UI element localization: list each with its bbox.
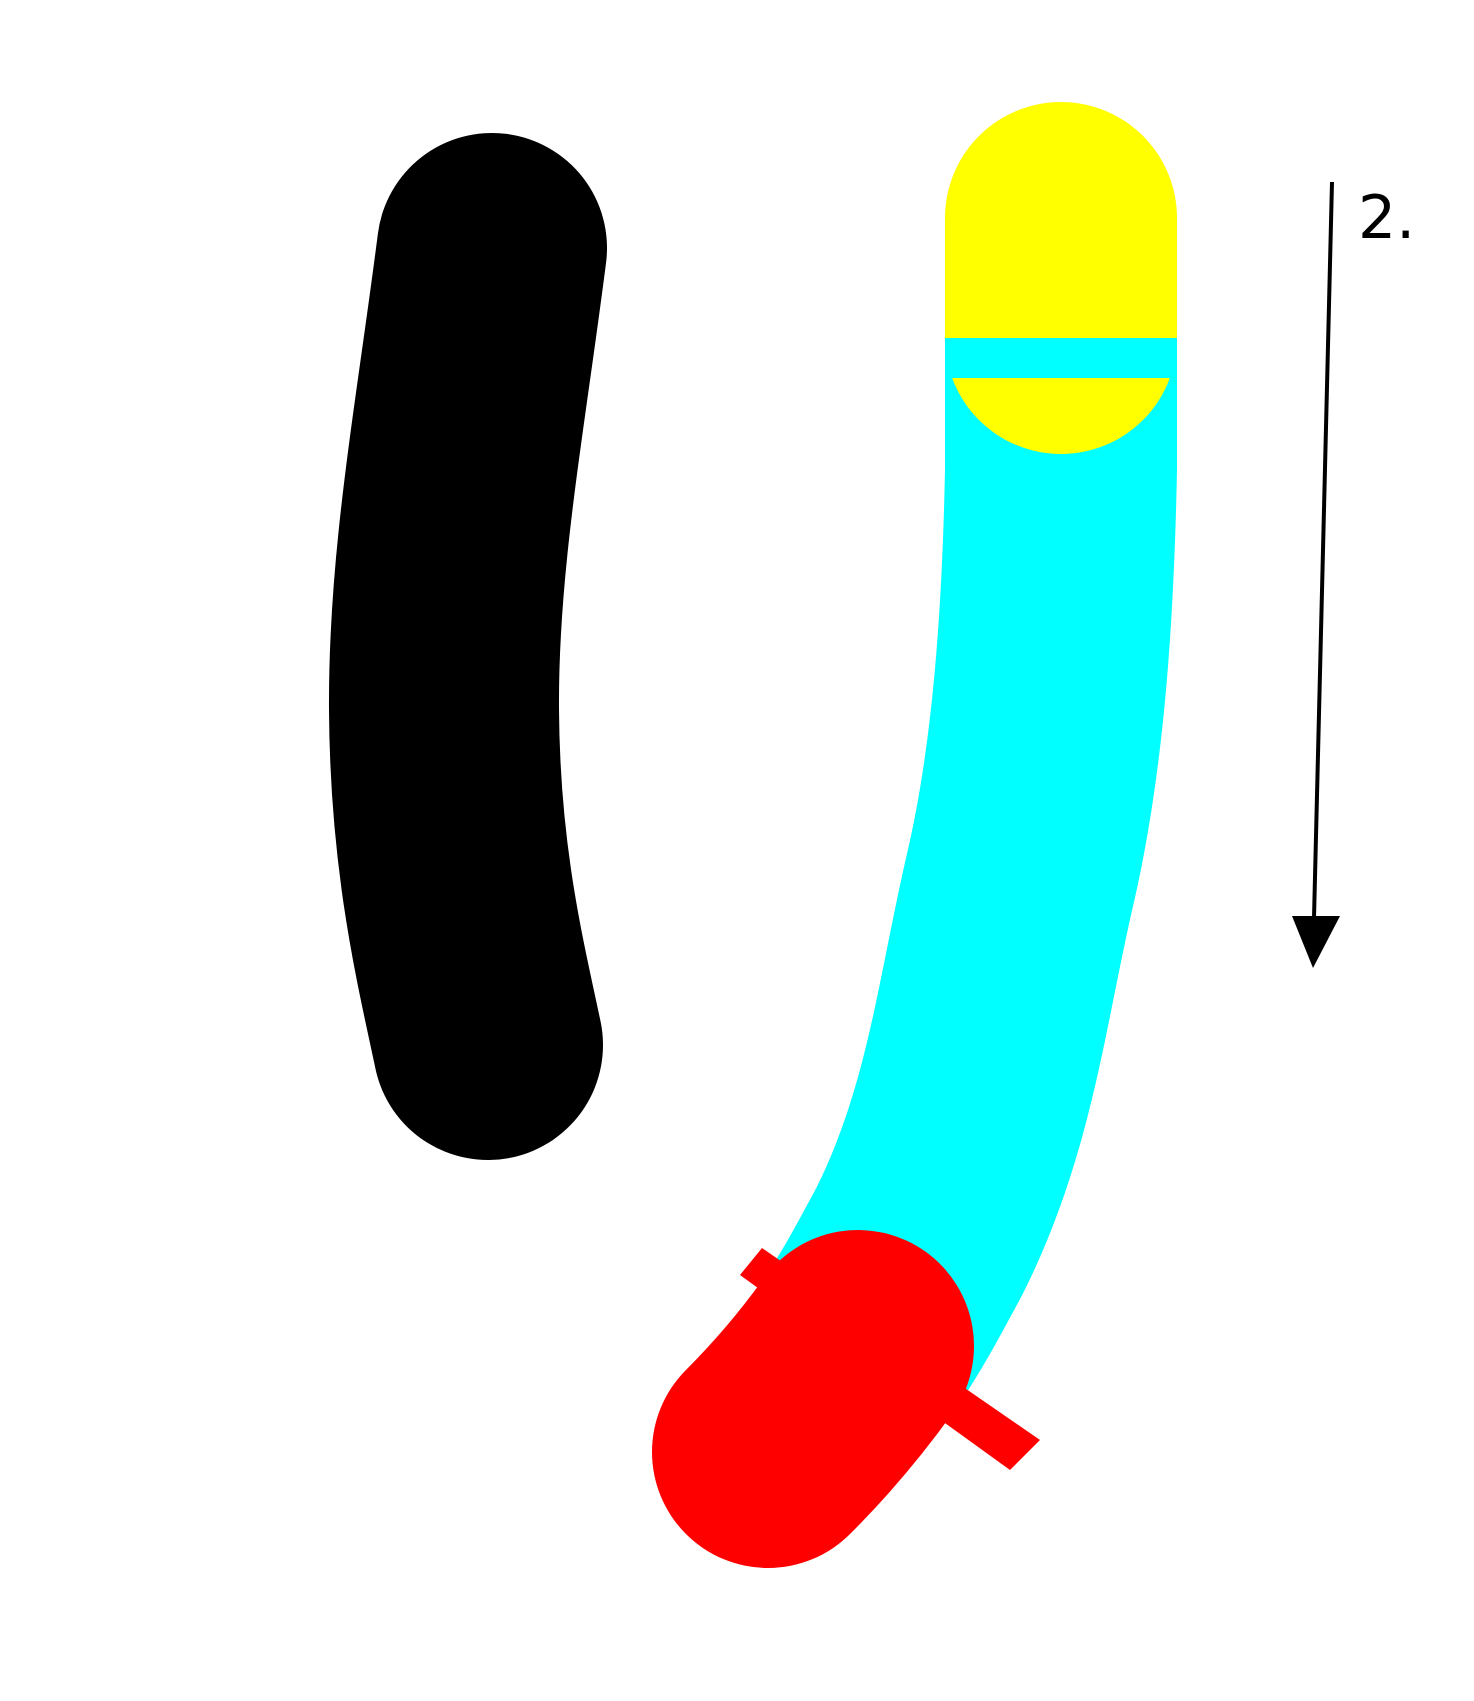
stroke-2-end-boundary — [740, 1248, 1040, 1470]
stroke-1-black — [328, 133, 607, 1160]
direction-arrow — [1292, 181, 1340, 968]
stroke-2-end-segment — [652, 1230, 974, 1568]
stroke-2-junction — [945, 338, 1177, 378]
stroke-number-label: 2. — [1358, 183, 1415, 253]
arrow-head — [1292, 916, 1340, 968]
arrow-shaft — [1312, 181, 1334, 919]
